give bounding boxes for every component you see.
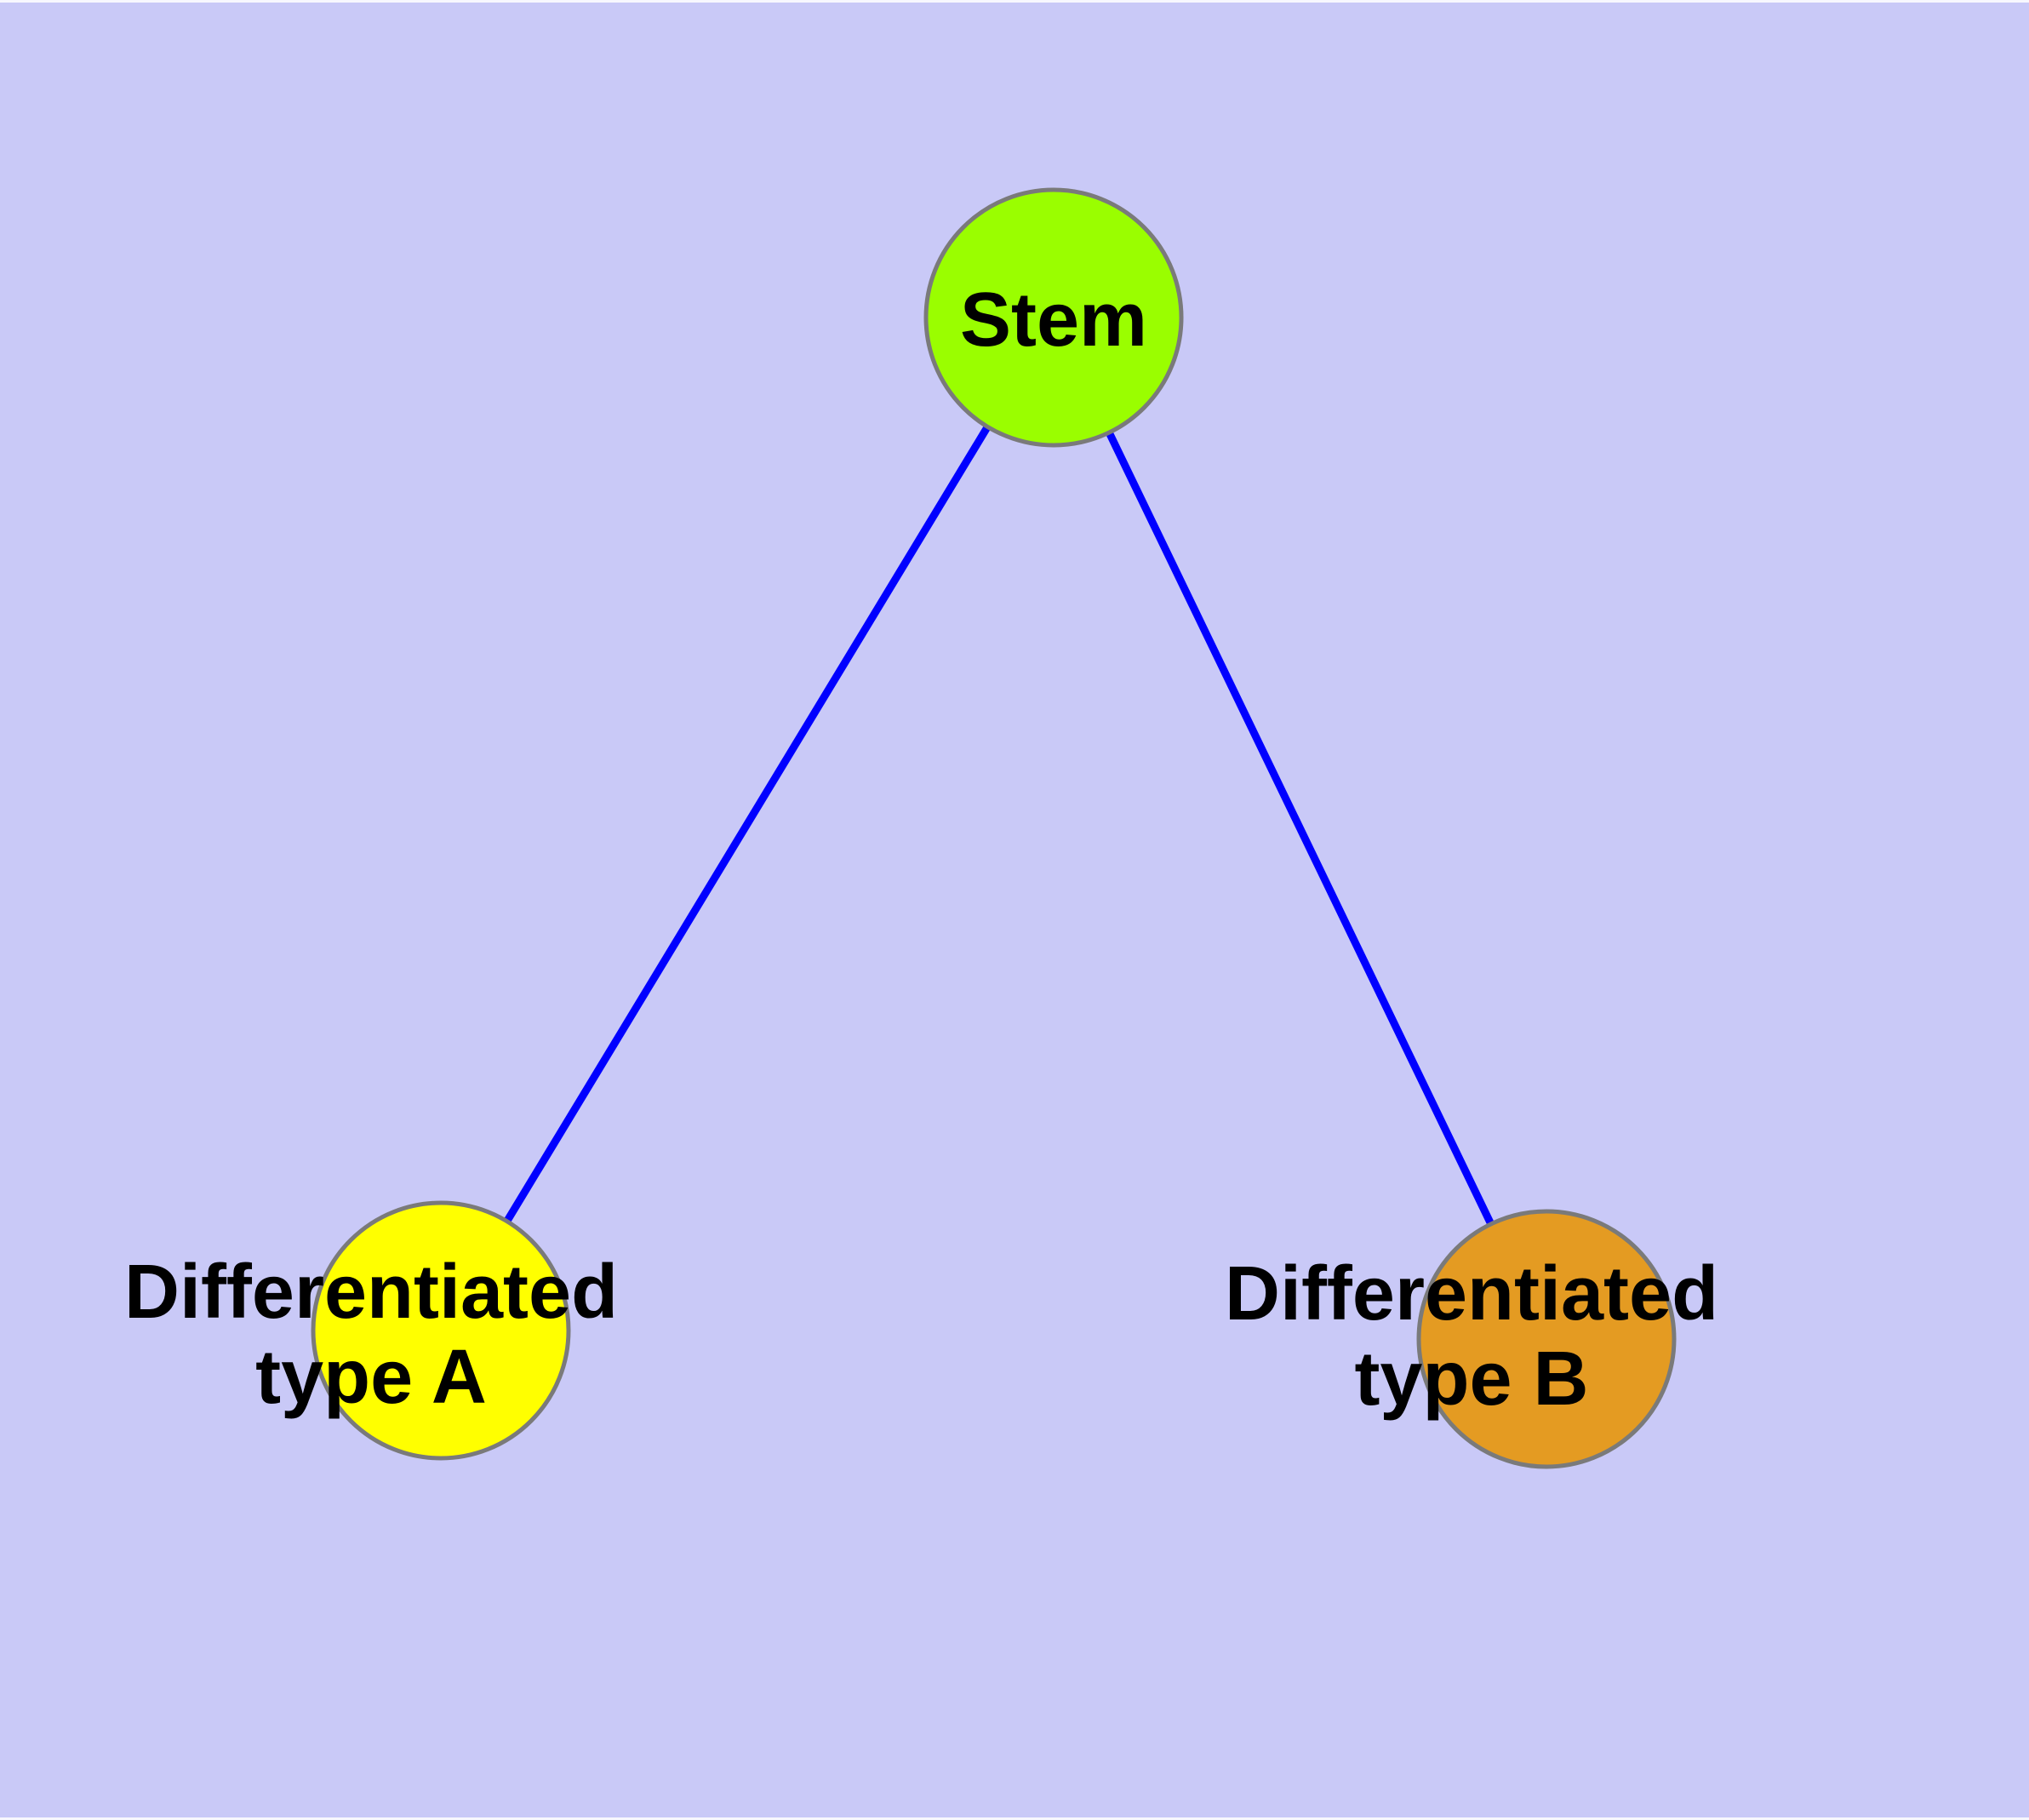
label-line-2: type B (1354, 1336, 1589, 1422)
label-line-1: Differentiated (123, 1250, 619, 1335)
node-label-differentiated-type-a: Differentiated type A (124, 1250, 618, 1420)
label-line-1: Differentiated (1224, 1251, 1719, 1336)
edge-stem-to-type-b (1049, 316, 1551, 1341)
window-bottom-edge (0, 1817, 2029, 1820)
node-label-differentiated-type-b: Differentiated type B (1225, 1251, 1718, 1422)
node-differentiated-type-b (1416, 1209, 1677, 1469)
edge-stem-to-type-a (437, 315, 1057, 1333)
node-stem (923, 187, 1184, 448)
window-top-edge (0, 0, 2029, 3)
node-differentiated-type-a (311, 1200, 571, 1461)
label-line-2: type A (255, 1335, 487, 1420)
node-label-stem: Stem (959, 278, 1148, 363)
